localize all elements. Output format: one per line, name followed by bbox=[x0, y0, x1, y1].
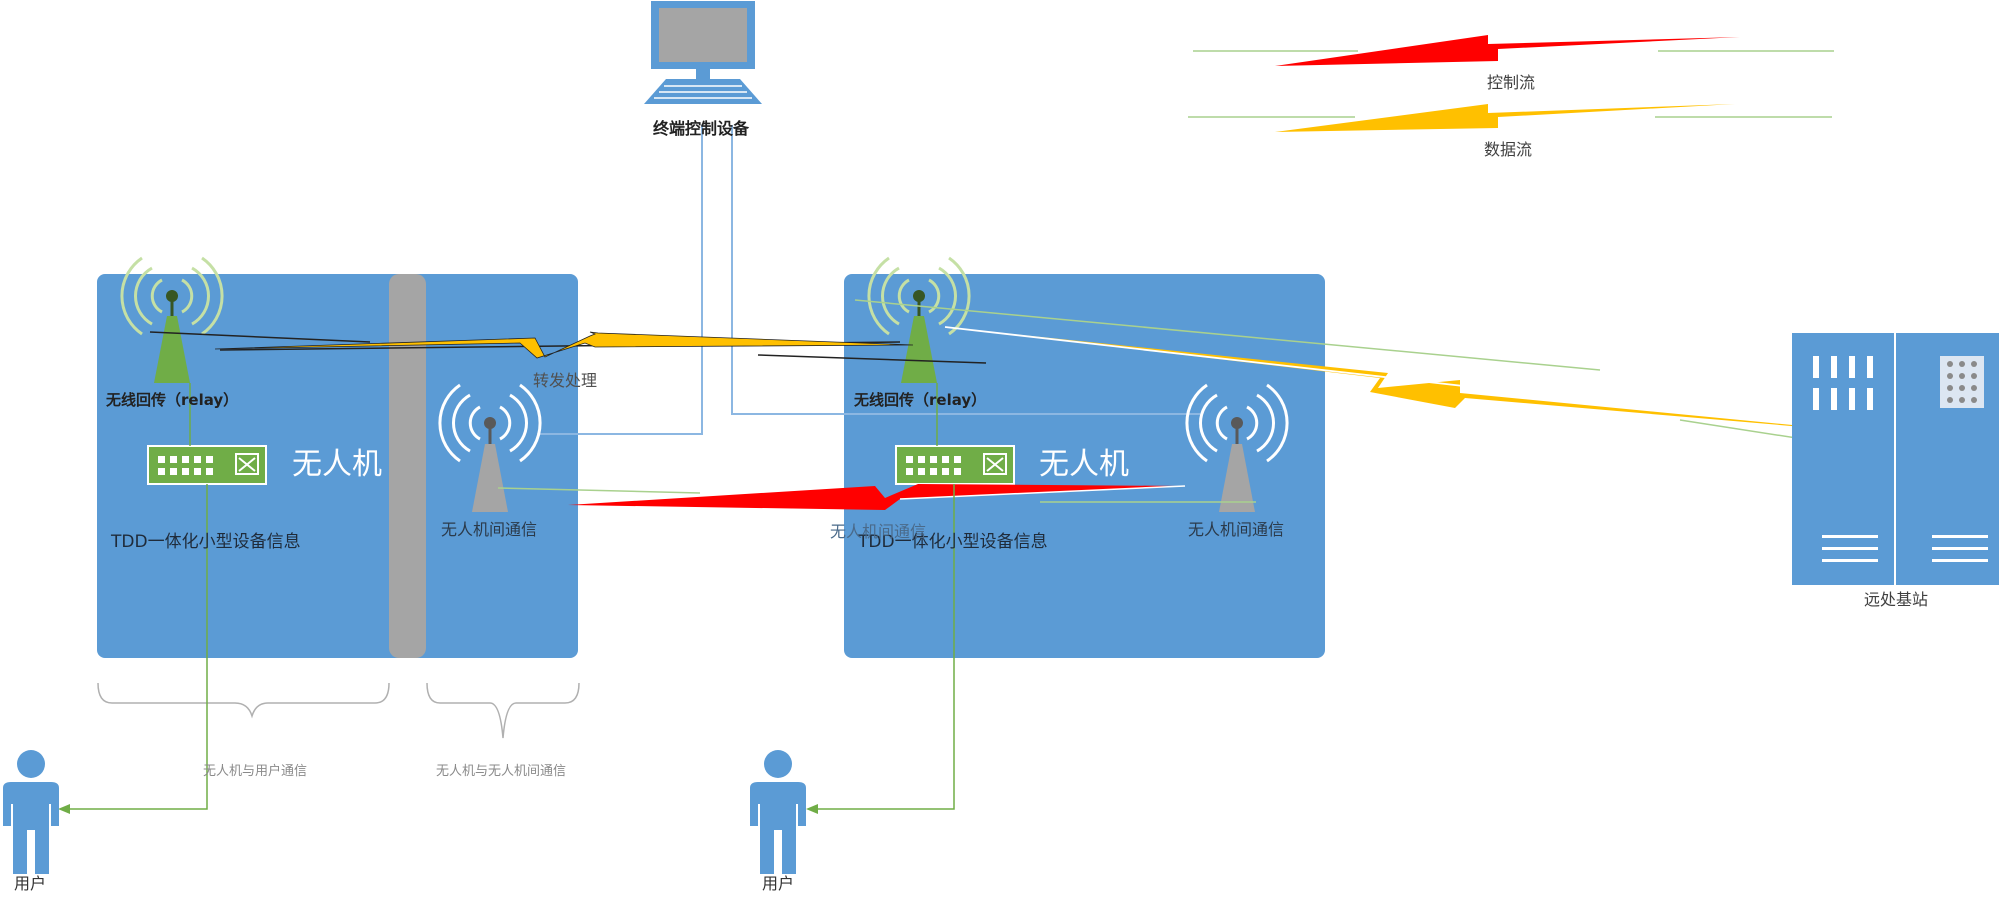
brace-user-label: 无人机与用户通信 bbox=[203, 764, 308, 779]
relay-antenna-left-icon bbox=[120, 256, 224, 383]
inter-drone-control-flow bbox=[497, 484, 1256, 510]
switch-left-icon bbox=[147, 445, 267, 485]
terminal-computer-icon bbox=[644, 1, 762, 104]
device-left-label: TDD一体化小型设备信息 bbox=[111, 532, 301, 552]
base-station-label: 远处基站 bbox=[1864, 590, 1929, 609]
brace-drone-communication bbox=[426, 682, 580, 739]
forward-processing-label: 转发处理 bbox=[533, 371, 598, 390]
user-link-left-arrow bbox=[58, 804, 70, 814]
drone-right-title: 无人机 bbox=[1039, 447, 1129, 482]
inter-antenna-right-icon bbox=[1185, 383, 1289, 512]
relay-right-label: 无线回传（relay） bbox=[854, 391, 987, 409]
relay-left-label: 无线回传（relay） bbox=[106, 391, 239, 409]
user-left-icon bbox=[3, 750, 59, 874]
terminal-wire-left bbox=[537, 125, 703, 435]
drone-right-box bbox=[844, 274, 1325, 658]
brace-user-communication bbox=[97, 682, 390, 719]
drone-left-pillar bbox=[389, 274, 426, 658]
drone-left-box bbox=[97, 274, 578, 658]
terminal-label: 终端控制设备 bbox=[653, 119, 750, 138]
terminal-wire-right bbox=[731, 125, 1200, 415]
inter-right-label: 无人机间通信 bbox=[1188, 520, 1285, 539]
user-link-right-arrow bbox=[806, 804, 818, 814]
user-left-label: 用户 bbox=[14, 874, 47, 893]
legend-control-label: 控制流 bbox=[1487, 73, 1536, 92]
drone-left-title: 无人机 bbox=[292, 447, 382, 482]
inter-left-label: 无人机间通信 bbox=[441, 520, 538, 539]
legend-data-flow-bolt bbox=[1275, 104, 1735, 132]
relay-data-flow bbox=[149, 331, 987, 364]
base-station-icon bbox=[1792, 333, 1999, 585]
switch-right-icon bbox=[895, 445, 1015, 485]
legend-data-label: 数据流 bbox=[1484, 140, 1533, 159]
user-link-right bbox=[810, 484, 955, 810]
relay-antenna-right-icon bbox=[867, 256, 971, 383]
user-right-icon bbox=[750, 750, 806, 874]
legend-control-flow-bolt bbox=[1275, 35, 1740, 66]
inter-drone-communication-label: 无人机间通信 bbox=[830, 522, 927, 541]
inter-antenna-left-icon bbox=[438, 383, 542, 512]
user-right-label: 用户 bbox=[762, 874, 795, 893]
legend bbox=[1188, 35, 1834, 132]
user-link-left bbox=[62, 484, 208, 810]
brace-drone-label: 无人机与无人机间通信 bbox=[436, 764, 567, 779]
device-right-label: TDD一体化小型设备信息 bbox=[858, 532, 1048, 552]
